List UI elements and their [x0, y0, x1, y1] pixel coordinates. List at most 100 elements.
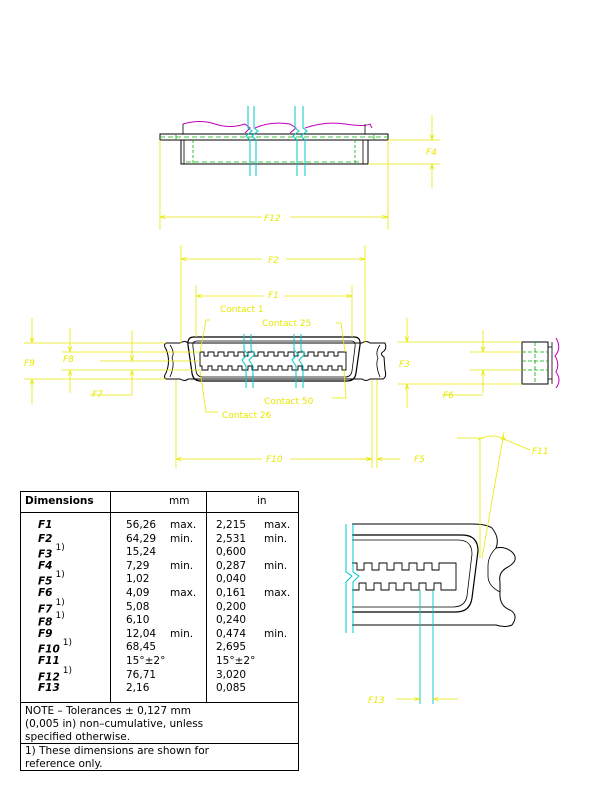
- reference-marker: 1): [55, 570, 65, 581]
- label-f2: F2: [268, 256, 279, 266]
- reference-marker: 1): [62, 665, 73, 676]
- header-in: in: [257, 495, 267, 507]
- value-in: 0,200: [216, 600, 247, 613]
- value-mm: 7,29: [126, 559, 150, 572]
- dimension-name: F31): [38, 543, 65, 561]
- label-f7: F7: [92, 390, 103, 400]
- qualifier-in: min.: [264, 532, 288, 545]
- detail-contact-insert: [352, 562, 457, 591]
- front-break-line-right: [291, 334, 306, 388]
- qualifier-mm: min.: [170, 627, 194, 640]
- value-in: 0,161: [216, 587, 247, 599]
- detail-view: F11 F13: [345, 431, 549, 706]
- dimension-name: F101): [38, 638, 73, 656]
- qualifier-mm: max.: [170, 587, 197, 599]
- value-in: 0,240: [216, 614, 247, 627]
- label-f6: F6: [443, 391, 454, 401]
- value-mm: 6,10: [126, 614, 150, 627]
- table-row: F9 12,04 min. 0,474 min.: [21, 628, 298, 641]
- note-separator: [21, 702, 298, 703]
- dimension-name: F81): [38, 611, 65, 629]
- dimension-name: F4: [38, 559, 53, 572]
- value-mm: 15,24: [126, 546, 157, 559]
- reference-marker: 1): [55, 611, 65, 622]
- table-row: F4 7,29 min. 0,287 min.: [21, 560, 298, 573]
- dimension-name: F11: [38, 655, 60, 667]
- value-in: 3,020: [216, 668, 247, 681]
- contact-25-label: Contact 25: [262, 319, 311, 329]
- table-row: F11 15°±2° 15°±2°: [21, 655, 298, 668]
- front-view: Contact 1 Contact 25 Contact 50 Contact …: [24, 245, 425, 468]
- value-in: 2,531: [216, 532, 247, 545]
- label-f4: F4: [426, 148, 437, 158]
- label-f9: F9: [24, 359, 35, 369]
- column-divider: [110, 492, 111, 702]
- footnote-separator: [21, 743, 298, 744]
- reference-marker: 1): [55, 543, 65, 554]
- contact-26-label: Contact 26: [222, 411, 272, 421]
- cable-outline: [182, 121, 373, 134]
- value-mm: 64,29: [126, 532, 157, 545]
- header-dimensions: Dimensions: [25, 495, 94, 507]
- footnote: 1) These dimensions are shown for refere…: [25, 745, 209, 770]
- table-row: F81) 6,10 0,240: [21, 611, 298, 629]
- dimension-name: F71): [38, 597, 65, 616]
- value-in: 2,215: [216, 519, 247, 531]
- contact-1-label: Contact 1: [220, 305, 264, 315]
- label-f8: F8: [63, 355, 74, 365]
- table-row: F71) 5,08 0,200: [21, 597, 298, 616]
- top-body: [180, 139, 369, 165]
- qualifier-in: min.: [264, 627, 288, 640]
- qualifier-in: max.: [264, 519, 291, 531]
- reference-marker: 1): [55, 597, 65, 608]
- value-in: 0,040: [216, 573, 247, 586]
- label-f13: F13: [368, 696, 385, 706]
- value-mm: 2,16: [126, 682, 150, 695]
- table-header: Dimensions mm in: [21, 492, 298, 513]
- label-f3: F3: [399, 360, 410, 370]
- top-break-line-left: [245, 106, 259, 176]
- value-mm: 4,09: [126, 587, 150, 599]
- qualifier-in: max.: [264, 587, 291, 599]
- value-in: 15°±2°: [216, 655, 256, 667]
- side-view: F3 F6: [398, 318, 560, 408]
- reference-marker: 1): [62, 638, 73, 649]
- dimension-name: F1: [38, 519, 53, 531]
- qualifier-in: min.: [264, 559, 288, 572]
- dimension-name: F121): [38, 665, 73, 684]
- front-break-line-left: [241, 334, 256, 388]
- dimension-name: F13: [38, 682, 60, 695]
- value-in: 0,474: [216, 627, 247, 640]
- table-row: F31) 15,24 0,600: [21, 543, 298, 561]
- qualifier-mm: min.: [170, 559, 194, 572]
- top-break-line-right: [292, 106, 308, 176]
- label-f1: F1: [268, 291, 279, 301]
- dimensions-table: Dimensions mm in F1 56,26 max. 2,215 max. F2 6…: [20, 491, 299, 771]
- qualifier-mm: max.: [170, 519, 197, 531]
- value-mm: 68,45: [126, 641, 157, 654]
- table-row: F1 56,26 max. 2,215 max.: [21, 519, 298, 532]
- qualifier-mm: min.: [170, 532, 194, 545]
- tolerance-note: NOTE – Tolerances ± 0,127 mm (0,005 in) …: [25, 705, 204, 743]
- value-mm: 12,04: [126, 627, 157, 640]
- value-in: 0,600: [216, 546, 247, 559]
- value-mm: 5,08: [126, 600, 150, 613]
- header-mm: mm: [169, 495, 190, 507]
- top-view: F4 F12: [159, 106, 442, 230]
- table-row: F51) 1,02 0,040: [21, 570, 298, 588]
- d-shell: [187, 336, 361, 382]
- label-f10: F10: [266, 455, 283, 465]
- dimension-name: F2: [38, 532, 53, 545]
- value-mm: 1,02: [126, 573, 150, 586]
- value-mm: 56,26: [126, 519, 157, 531]
- value-in: 0,287: [216, 559, 247, 572]
- dimension-name: F9: [38, 627, 53, 640]
- value-mm: 15°±2°: [126, 655, 166, 667]
- dimension-name: F51): [38, 570, 65, 588]
- column-divider: [206, 492, 207, 702]
